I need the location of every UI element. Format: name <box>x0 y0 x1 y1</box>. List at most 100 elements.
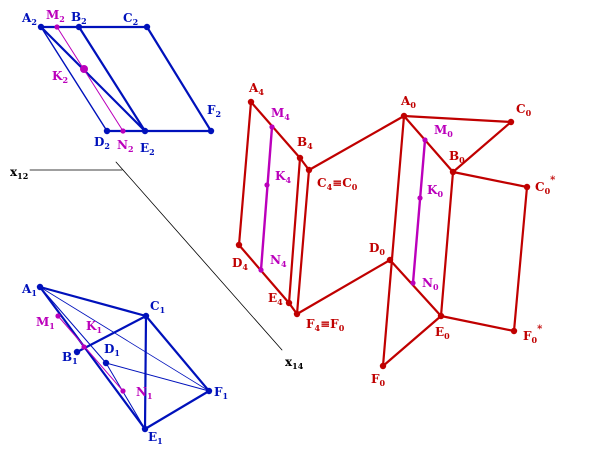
edge-d1-f1 <box>105 362 210 392</box>
point-n0 <box>410 280 416 286</box>
label-m0: M0 <box>434 123 453 139</box>
point-k4 <box>264 182 270 188</box>
label-a4: A4 <box>248 81 264 97</box>
point-c0s <box>523 183 531 191</box>
edge-d0-e0 <box>388 258 443 318</box>
edge-e0-f0s <box>439 314 516 333</box>
label-e2: E2 <box>140 141 155 157</box>
edge-c2-f2 <box>145 25 213 133</box>
label-f0: F0 <box>371 372 386 388</box>
label-b1: B1 <box>62 350 78 366</box>
edge-c1-f1 <box>144 314 211 393</box>
point-f0s <box>510 327 518 335</box>
point-b4 <box>296 154 304 162</box>
label-n2: N2 <box>117 138 134 154</box>
point-d0 <box>386 256 394 264</box>
point-m1 <box>55 313 61 319</box>
edge-b0-e0 <box>439 170 455 318</box>
construction-lines <box>29 25 529 431</box>
vertex-points <box>36 23 531 433</box>
point-k1 <box>81 344 87 350</box>
point-m4 <box>269 124 275 130</box>
point-f0 <box>379 362 387 370</box>
label-n0: N0 <box>422 276 439 292</box>
edge-b2-e2 <box>77 25 147 133</box>
label-k1: K1 <box>86 319 102 335</box>
label-f1: F1 <box>214 385 228 401</box>
point-c4 <box>305 166 313 174</box>
point-k2 <box>80 65 88 73</box>
edge-a0-c0 <box>402 114 513 124</box>
label-b4: B4 <box>297 135 313 151</box>
label-x12: x12 <box>10 165 28 181</box>
point-b2 <box>75 23 83 31</box>
point-a0 <box>400 112 408 120</box>
label-a1: A1 <box>21 282 37 298</box>
edge-b1-c1 <box>75 314 148 354</box>
point-a2 <box>37 23 45 31</box>
label-a2: A2 <box>21 11 37 27</box>
label-a0: A0 <box>400 94 416 110</box>
point-d1 <box>102 359 110 367</box>
point-b1 <box>73 348 81 356</box>
label-d0: D0 <box>369 241 385 257</box>
edge-b0-c0s <box>451 170 529 189</box>
edge-d1-e1 <box>105 362 146 430</box>
point-a4 <box>247 98 255 106</box>
label-c0: C0 <box>516 102 532 118</box>
edge-b4-e4 <box>287 156 302 305</box>
edge-d4-e4 <box>237 243 291 305</box>
label-b0: B0 <box>449 149 465 165</box>
edge-c1-e1 <box>143 314 148 431</box>
label-b2: B2 <box>71 10 87 26</box>
point-m2 <box>54 24 60 30</box>
label-n1: N1 <box>136 385 153 401</box>
edge-a1-e1 <box>38 285 147 431</box>
edge-a0-b0 <box>402 114 455 174</box>
label-c0s: C0* <box>535 175 556 196</box>
label-e1: E1 <box>148 430 163 446</box>
point-a1 <box>36 283 44 291</box>
axis-x14-line <box>115 161 283 351</box>
point-f4 <box>293 310 301 318</box>
edge-c4-f4 <box>295 168 311 316</box>
label-m1: M1 <box>36 315 55 331</box>
label-d2: D2 <box>94 135 110 151</box>
label-f0s: F0* <box>523 324 543 345</box>
point-f2 <box>207 127 215 135</box>
point-n1 <box>120 388 126 394</box>
label-d1: D1 <box>104 342 120 358</box>
label-f4: F4≡F0 <box>306 317 345 333</box>
label-k0: K0 <box>427 183 443 199</box>
label-n4: N4 <box>270 253 287 269</box>
label-d4: D4 <box>232 256 248 272</box>
point-e2 <box>141 127 149 135</box>
link-c4-a0 <box>307 114 406 172</box>
point-f1 <box>205 387 213 395</box>
label-c2: C2 <box>123 11 138 27</box>
point-d4 <box>235 241 243 249</box>
point-c1 <box>142 312 150 320</box>
edge-a1-d1 <box>39 286 107 364</box>
edge-a1-c1 <box>38 285 148 318</box>
line-m0-n0 <box>411 138 427 285</box>
point-b0 <box>449 168 457 176</box>
line-m1-n1 <box>57 315 124 392</box>
point-d2 <box>103 127 111 135</box>
edge-a4-b4 <box>249 100 302 160</box>
point-n4 <box>258 267 264 273</box>
link-f4-d0 <box>295 258 392 316</box>
label-k2: K2 <box>52 69 68 85</box>
label-x14: x14 <box>285 355 304 371</box>
edge-c0s-f0s <box>512 185 529 333</box>
line-m2-n2 <box>56 26 124 132</box>
point-e4 <box>285 299 293 307</box>
label-k4: K4 <box>275 169 291 185</box>
edge-a4-d4 <box>237 100 253 247</box>
edge-f0-e0 <box>381 314 443 368</box>
edge-e1-f1 <box>143 389 211 431</box>
label-e0: E0 <box>435 325 450 341</box>
label-c1: C1 <box>150 299 165 315</box>
label-f2: F2 <box>207 103 221 119</box>
